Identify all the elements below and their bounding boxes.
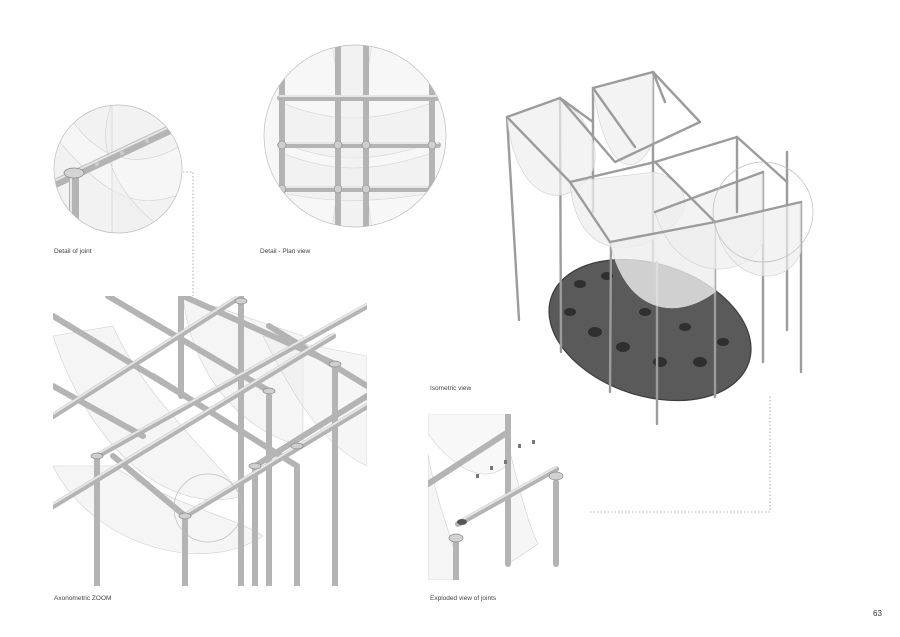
axonometric-zoom-figure [53, 296, 367, 586]
caption-detail-plan: Detail - Plan view [260, 248, 311, 255]
page-number: 63 [873, 609, 882, 618]
caption-isometric: Isometric view [430, 385, 472, 392]
caption-axonometric-zoom: Axonometric ZOOM [54, 595, 112, 602]
isometric-figure [505, 70, 814, 426]
caption-exploded: Exploded view of joints [430, 595, 497, 602]
detail-plan-figure [263, 44, 447, 228]
detail-joint-figure [53, 104, 183, 234]
exploded-figure [428, 414, 564, 580]
caption-detail-joint: Detail of joint [54, 248, 92, 255]
